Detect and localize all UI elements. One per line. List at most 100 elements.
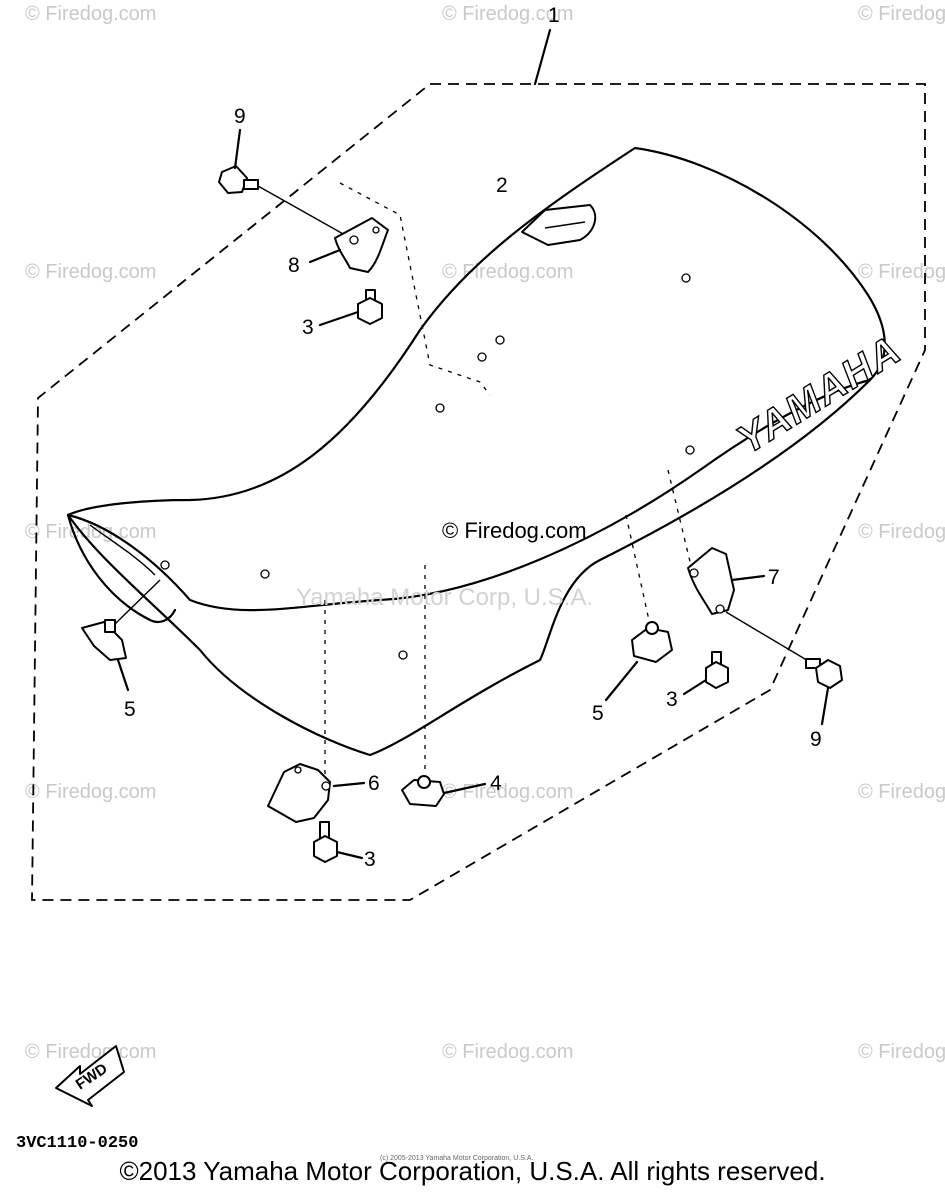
leader-line-7 <box>730 574 766 582</box>
bracket-hole <box>349 235 359 245</box>
clip-stud <box>104 619 116 633</box>
bracket-6 <box>267 763 366 823</box>
mount-hole <box>685 445 695 455</box>
clip-stud <box>417 775 431 789</box>
small-copyright: (c) 2005-2013 Yamaha Motor Corporation, … <box>380 1155 533 1162</box>
nut-3-top <box>318 289 383 327</box>
watermark: © Firedog.com <box>858 781 945 803</box>
watermark: © Firedog.com <box>858 521 945 543</box>
mount-hole <box>495 335 505 345</box>
leader-line-6 <box>332 781 366 788</box>
watermark: © Firedog.com <box>25 1041 156 1063</box>
nut-hex <box>357 297 383 325</box>
seat-mount-holes <box>160 273 695 660</box>
bracket-hole <box>689 568 699 578</box>
seat-logo: YAMAHA <box>729 328 909 463</box>
leader-line-3b <box>682 678 708 696</box>
callout-label: 9 <box>810 728 822 751</box>
bracket-hole <box>294 766 302 774</box>
watermark: © Firedog.com <box>442 1041 573 1063</box>
watermark: © Firedog.com <box>25 261 156 283</box>
bolt-head <box>815 659 843 689</box>
callout-label: 3 <box>666 688 678 711</box>
clip-5-right <box>604 621 673 702</box>
watermark: © Firedog.com <box>25 521 156 543</box>
seat-rear-cup-inner <box>89 524 156 576</box>
mount-hole <box>398 650 408 660</box>
watermark: © Firedog.com <box>442 3 573 25</box>
clip-5-left <box>81 579 161 692</box>
callout-label: 3 <box>302 316 314 339</box>
nut-3-bottom <box>313 821 364 863</box>
bracket-plate <box>267 763 331 823</box>
seat-rear-cup <box>66 513 177 624</box>
diagram-part-code: 3VC1110-0250 <box>16 1134 138 1153</box>
bracket-7 <box>687 547 811 663</box>
mount-hole <box>160 560 170 570</box>
seat-body: YAMAHA <box>66 146 910 757</box>
leader-line-3c <box>335 850 364 860</box>
bolt-shank <box>805 658 821 669</box>
leader-line-1 <box>533 28 552 86</box>
callout-label: 2 <box>496 174 508 197</box>
watermark: © Firedog.com <box>442 781 573 803</box>
bracket-plate <box>687 547 735 615</box>
seat-strap-clip <box>521 204 597 246</box>
callout-labels: 1 2 9 8 3 5 6 3 4 5 3 7 9 <box>124 4 822 871</box>
leader-line-8 <box>308 248 342 264</box>
yamaha-watermark: Yamaha Motor Corp, U.S.A. <box>296 584 593 611</box>
seat-inner-edge <box>66 378 872 612</box>
mount-hole <box>681 273 691 283</box>
alignment-line <box>114 579 161 625</box>
leader-line-9b <box>820 686 830 726</box>
bracket-plate <box>334 217 389 273</box>
nut-hex <box>313 835 338 863</box>
bolt-shank <box>243 179 259 190</box>
leader-line-5a <box>116 658 130 692</box>
callout-label: 5 <box>592 702 604 725</box>
clip-stud <box>645 621 659 635</box>
callout-label: 9 <box>234 105 246 128</box>
seat-strap-clip-edge <box>544 221 586 229</box>
assembly-boundary <box>31 83 926 901</box>
leader-line-9a <box>233 128 242 170</box>
watermark: © Firedog.com <box>858 261 945 283</box>
clip-4 <box>401 775 487 807</box>
leader-line-3a <box>318 310 360 327</box>
bracket-hole <box>321 781 331 791</box>
bracket-hole <box>715 604 725 614</box>
leader-line-4 <box>442 782 487 795</box>
fwd-arrow-icon <box>55 1045 125 1107</box>
watermark: © Firedog.com <box>25 781 156 803</box>
callout-label: 7 <box>768 566 780 589</box>
bolt-axis <box>725 611 811 663</box>
mount-hole <box>435 403 445 413</box>
callout-label: 4 <box>490 772 502 795</box>
watermark: © Firedog.com <box>858 1041 945 1063</box>
mount-hole <box>477 352 487 362</box>
watermark: © Firedog.com <box>25 3 156 25</box>
nut-3-right <box>682 651 729 696</box>
footer-copyright: ©2013 Yamaha Motor Corporation, U.S.A. A… <box>119 1156 826 1186</box>
alignment-line <box>667 469 693 571</box>
callout-label: 6 <box>368 772 380 795</box>
bolt-head <box>218 165 248 194</box>
bracket-ghost-outline <box>339 182 491 396</box>
callout-label: 3 <box>364 848 376 871</box>
callout-label: 8 <box>288 254 300 277</box>
bracket-hole <box>372 226 380 234</box>
bolt-9-right <box>805 658 843 726</box>
alignment-line <box>625 514 651 626</box>
bolt-axis <box>257 185 346 236</box>
fwd-arrow: FWD <box>55 1045 125 1107</box>
bolt-9-top <box>218 128 346 236</box>
nut-hex <box>705 661 729 689</box>
watermark: © Firedog.com <box>858 3 945 25</box>
watermark-layer: © Firedog.com © Firedog.com © Firedog.co… <box>25 3 945 1063</box>
mount-hole <box>260 569 270 579</box>
callout-label: 5 <box>124 698 136 721</box>
leader-line-5b <box>604 660 639 702</box>
callout-label: 1 <box>548 4 560 27</box>
center-watermark: © Firedog.com <box>442 518 587 543</box>
